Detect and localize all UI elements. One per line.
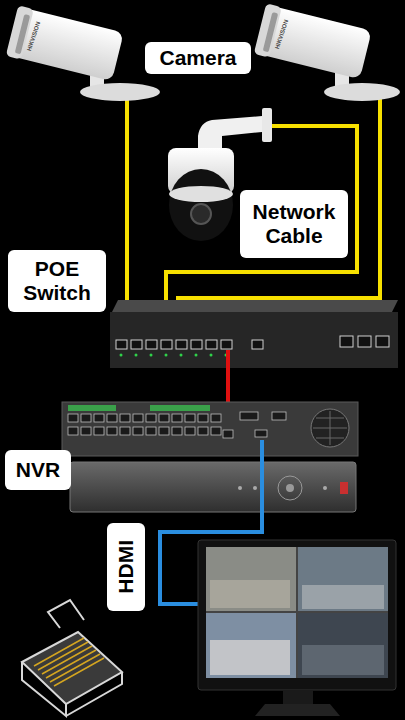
label-text: Network Cable xyxy=(244,200,344,248)
label-box: Network Cable xyxy=(240,190,348,258)
label-text: HDMI xyxy=(114,540,138,594)
bullet-camera xyxy=(254,3,400,101)
monitor xyxy=(198,540,396,716)
label-text: Camera xyxy=(159,46,236,70)
bullet-camera xyxy=(6,5,160,101)
label-box: POE Switch xyxy=(8,250,106,312)
label-box: NVR xyxy=(5,450,71,490)
label-text: NVR xyxy=(16,458,60,482)
nvr-back xyxy=(62,402,358,456)
rj45-connector xyxy=(22,600,122,716)
label-box: HDMI xyxy=(107,523,145,611)
poe-switch xyxy=(110,300,398,368)
label-text: POE Switch xyxy=(12,257,102,305)
label-box: Camera xyxy=(145,42,251,74)
nvr-front xyxy=(70,462,356,512)
